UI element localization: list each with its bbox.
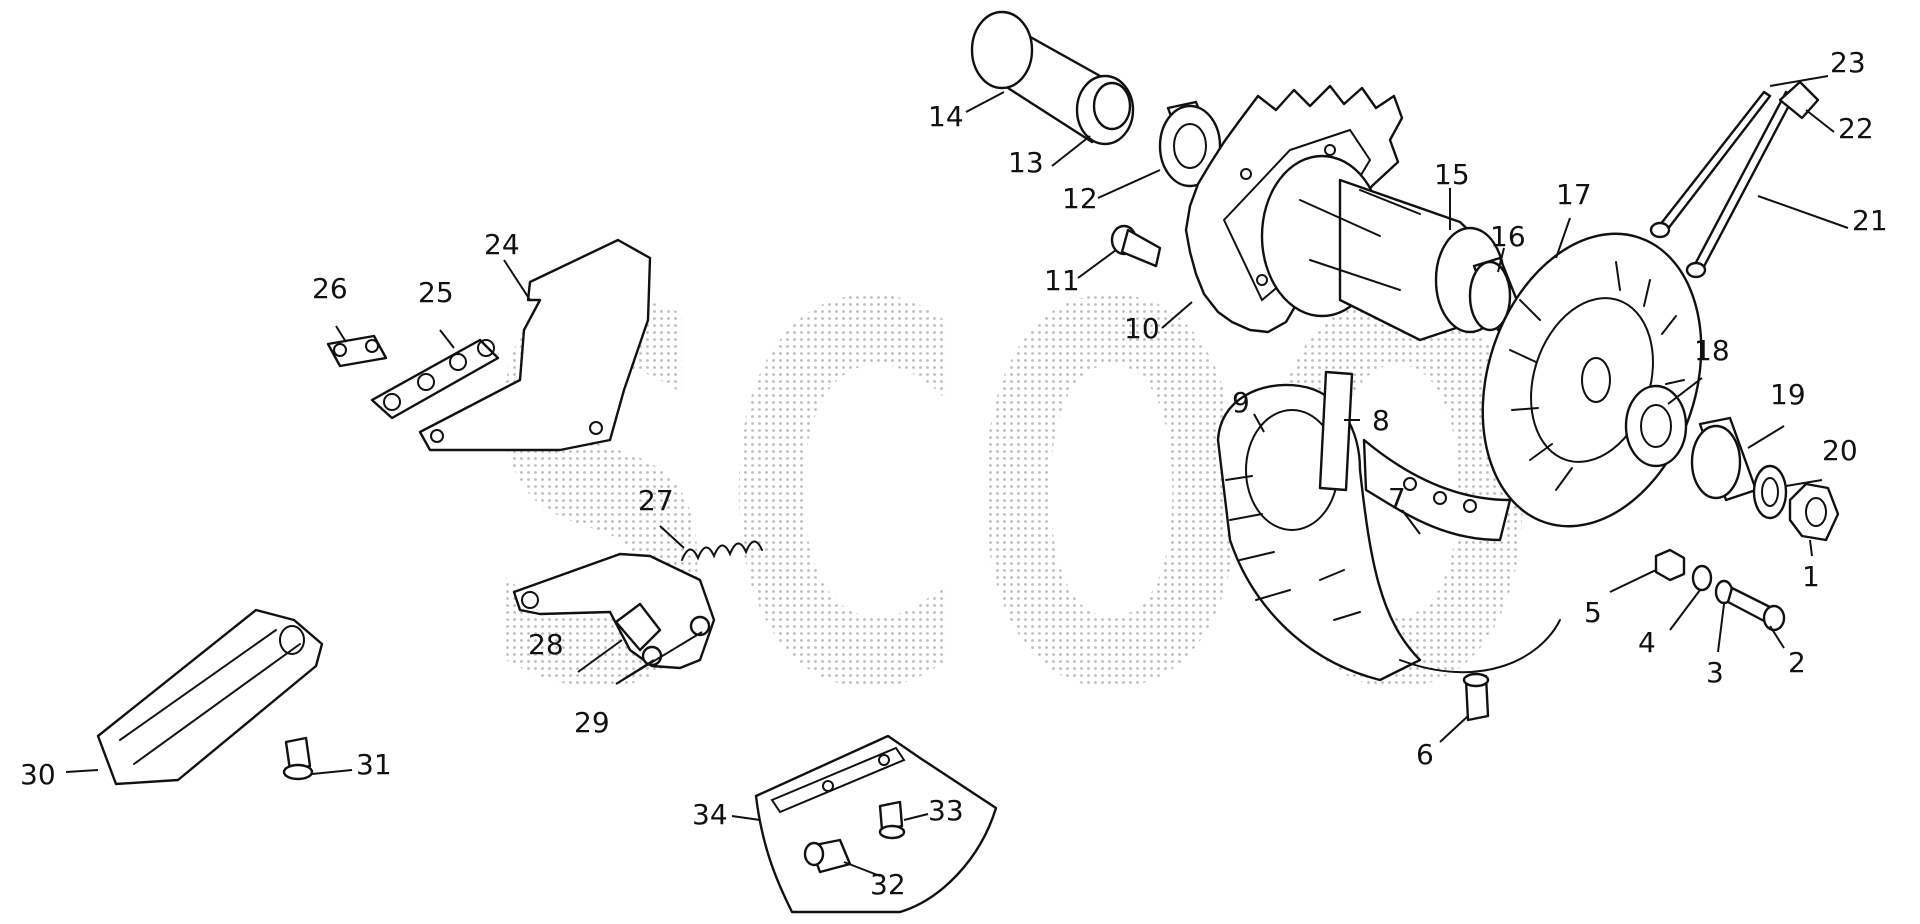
callout-29: 29 [574,706,610,739]
callout-32: 32 [870,868,906,901]
callout-10: 10 [1124,312,1160,345]
callout-4: 4 [1638,626,1656,659]
callout-6: 6 [1416,738,1434,771]
leader-lines [65,75,1849,877]
callout-19: 19 [1770,378,1806,411]
callout-25: 25 [418,276,454,309]
callout-34: 34 [692,798,728,831]
callout-20: 20 [1822,434,1858,467]
part-2-screw[interactable] [1726,586,1786,632]
callout-5: 5 [1584,596,1602,629]
callout-23: 23 [1830,46,1866,79]
callout-15: 15 [1434,158,1470,191]
callout-17: 17 [1556,178,1592,211]
part-25-chain[interactable] [370,338,500,420]
callout-22: 22 [1838,112,1874,145]
part-27-spring[interactable] [681,540,763,561]
part-8-inner-tube[interactable] [1318,370,1354,492]
callout-7: 7 [1388,482,1406,515]
callout-16: 16 [1490,220,1526,253]
callout-31: 31 [356,748,392,781]
callout-24: 24 [484,228,520,261]
part-23-axle[interactable] [1649,90,1772,239]
callout-26: 26 [312,272,348,305]
part-18-bearing[interactable] [1624,384,1688,468]
part-7-rim[interactable] [1362,438,1561,674]
part-1-axle-nut[interactable] [1788,482,1840,542]
part-19-seal[interactable] [1690,416,1758,502]
part-34-skid-plate[interactable] [754,734,998,914]
callout-27: 27 [638,484,674,517]
part-28-tensioner[interactable] [512,552,716,670]
callout-13: 13 [1008,146,1044,179]
callout-labels: 1 2 3 4 5 6 7 8 9 10 11 12 13 14 15 16 1… [20,46,1888,901]
callout-3: 3 [1706,656,1724,689]
callout-11: 11 [1044,264,1080,297]
part-6-valve-cap[interactable] [1462,672,1490,722]
callout-18: 18 [1694,334,1730,367]
part-30-slider[interactable] [96,608,324,786]
callout-8: 8 [1372,404,1390,437]
part-13-seal[interactable] [1075,74,1135,146]
part-9-tyre[interactable] [1216,383,1422,682]
callout-12: 12 [1062,182,1098,215]
callout-30: 30 [20,758,56,791]
callout-9: 9 [1232,386,1250,419]
part-26-chain-link[interactable] [326,334,388,368]
callout-2: 2 [1788,646,1806,679]
part-4-washer[interactable] [1691,564,1713,592]
part-32-bushing[interactable] [803,838,852,874]
callout-21: 21 [1852,204,1888,237]
callout-1: 1 [1802,560,1820,593]
callout-14: 14 [928,100,964,133]
part-11-bolt[interactable] [1110,224,1162,268]
part-22-cap[interactable] [1778,80,1820,120]
callout-28: 28 [528,628,564,661]
part-33-screw[interactable] [878,800,906,840]
part-31-screw[interactable] [282,736,314,781]
callout-33: 33 [928,794,964,827]
part-20-washer[interactable] [1752,464,1788,520]
part-5-nut[interactable] [1654,548,1686,582]
